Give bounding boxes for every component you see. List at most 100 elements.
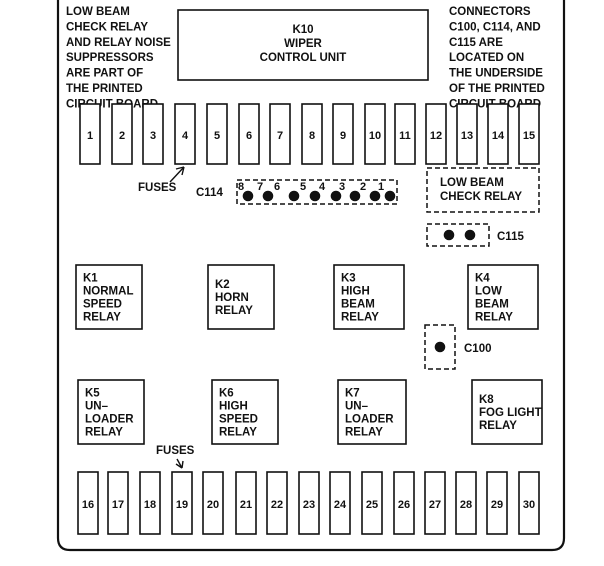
fuse-16[interactable]: 16	[77, 471, 99, 535]
fuse-13-number: 13	[461, 130, 473, 142]
connector-c115[interactable]: C115	[426, 223, 524, 247]
fuse-11-number: 11	[399, 130, 411, 142]
fuse-1[interactable]: 1	[79, 103, 101, 165]
relay-k1-box	[75, 264, 143, 330]
relay-k1-line: SPEED	[83, 299, 122, 311]
fuse-18[interactable]: 18	[139, 471, 161, 535]
fuse-27[interactable]: 27	[424, 471, 446, 535]
relay-k5-line: LOADER	[85, 414, 134, 426]
fuse-14[interactable]: 14	[487, 103, 509, 165]
fuse-22[interactable]: 22	[266, 471, 288, 535]
fuses-label-bottom: FUSES	[156, 445, 195, 457]
fuse-26-body	[393, 471, 415, 535]
fuse-19-number: 19	[176, 499, 188, 511]
relay-k3-line: K3	[341, 273, 356, 285]
relay-k8-line: K8	[479, 394, 494, 406]
wiper-control-unit-box	[177, 9, 429, 81]
fuse-30[interactable]: 30	[518, 471, 540, 535]
fuse-19-body	[171, 471, 193, 535]
low-beam-check-relay-line: LOW BEAM	[440, 177, 504, 189]
fuse-20[interactable]: 20	[202, 471, 224, 535]
relay-k3-line: BEAM	[341, 299, 375, 311]
fuse-11[interactable]: 11	[394, 103, 416, 165]
fuse-8[interactable]: 8	[301, 103, 323, 165]
connector-c114-pin-8	[242, 190, 254, 202]
fuse-10[interactable]: 10	[364, 103, 386, 165]
fuse-8-number: 8	[309, 130, 315, 142]
fuse-9-body	[332, 103, 354, 165]
fuse-23-number: 23	[303, 499, 315, 511]
fuse-13[interactable]: 13	[456, 103, 478, 165]
fuse-7-number: 7	[277, 130, 283, 142]
fuse-15-body	[518, 103, 540, 165]
relay-k2-box	[207, 264, 275, 330]
connector-c114-pin-1	[384, 190, 396, 202]
fuse-4-body	[174, 103, 196, 165]
relay-k7-box	[337, 379, 407, 445]
relay-k6-box	[211, 379, 279, 445]
fuse-28-number: 28	[460, 499, 472, 511]
note-left-line: LOW BEAM	[66, 6, 130, 18]
connector-c114-pin-6-number: 6	[274, 181, 280, 193]
fuse-3[interactable]: 3	[142, 103, 164, 165]
fuse-27-body	[424, 471, 446, 535]
fuse-12-body	[425, 103, 447, 165]
connector-c114-pin-7-number: 7	[257, 181, 263, 193]
fuse-21[interactable]: 21	[235, 471, 257, 535]
relay-k8-box	[471, 379, 543, 445]
fuse-1-number: 1	[87, 130, 93, 142]
fuse-17-body	[107, 471, 129, 535]
note-right-line: LOCATED ON	[449, 52, 524, 64]
fuse-1-body	[79, 103, 101, 165]
fuse-18-body	[139, 471, 161, 535]
connector-c114-outline	[236, 179, 398, 205]
fuse-22-body	[266, 471, 288, 535]
fuse-3-body	[142, 103, 164, 165]
fuse-28[interactable]: 28	[455, 471, 477, 535]
fuse-25[interactable]: 25	[361, 471, 383, 535]
connector-c115-outline	[426, 223, 490, 247]
fuse-7[interactable]: 7	[269, 103, 291, 165]
fuses-bottom-arrow	[176, 458, 183, 469]
fuse-15[interactable]: 15	[518, 103, 540, 165]
relay-k7-line: RELAY	[345, 427, 383, 439]
connector-c100[interactable]: C100	[424, 324, 492, 370]
connector-c115-label: C115	[497, 231, 524, 243]
fuse-26[interactable]: 26	[393, 471, 415, 535]
fuse-30-body	[518, 471, 540, 535]
fuse-4[interactable]: 4	[174, 103, 196, 165]
low-beam-check-relay[interactable]: LOW BEAM CHECK RELAY	[426, 167, 540, 213]
note-right-line: THE UNDERSIDE	[449, 68, 543, 80]
fuse-24[interactable]: 24	[329, 471, 351, 535]
connector-c114-pin-4	[330, 190, 342, 202]
fuse-5[interactable]: 5	[206, 103, 228, 165]
relay-k5-box	[77, 379, 145, 445]
fuses-top-arrow	[169, 166, 185, 183]
fuse-6[interactable]: 6	[238, 103, 260, 165]
fuse-9[interactable]: 9	[332, 103, 354, 165]
fuse-19[interactable]: 19	[171, 471, 193, 535]
fuse-17[interactable]: 17	[107, 471, 129, 535]
low-beam-check-relay-line: CHECK RELAY	[440, 191, 522, 203]
relay-k6-line: HIGH	[219, 401, 248, 413]
wiper-control-unit-line: K10	[292, 24, 313, 36]
fuse-29-number: 29	[491, 499, 503, 511]
fuse-23[interactable]: 23	[298, 471, 320, 535]
fuse-29[interactable]: 29	[486, 471, 508, 535]
relay-k1-line: RELAY	[83, 312, 121, 324]
fuse-6-number: 6	[246, 130, 252, 142]
low-beam-check-relay-outline	[426, 167, 540, 213]
fuse-12[interactable]: 12	[425, 103, 447, 165]
fuse-2[interactable]: 2	[111, 103, 133, 165]
